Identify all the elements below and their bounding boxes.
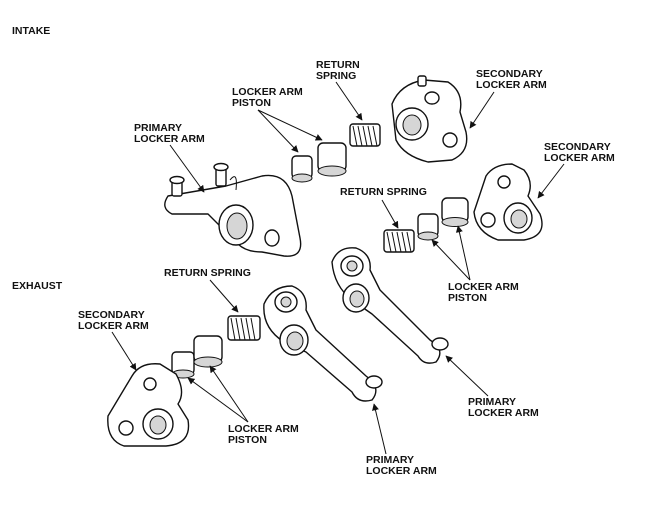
intake-section-title: INTAKE <box>12 25 50 37</box>
mid-locker-arm-pistons <box>417 197 469 241</box>
label-intake-secondary-locker-arm-top: SECONDARY LOCKER ARM <box>476 68 547 91</box>
exhaust-primary-locker-arm-right <box>331 247 449 364</box>
label-intake-return-spring: RETURN SPRING <box>316 59 363 82</box>
exhaust-locker-arm-pistons <box>171 335 223 379</box>
exhaust-section-title: EXHAUST <box>12 280 63 292</box>
label-intake-secondary-locker-arm-right: SECONDARY LOCKER ARM <box>544 141 615 164</box>
label-mid-locker-arm-piston: LOCKER ARM PISTON <box>448 281 522 304</box>
label-intake-primary-locker-arm: PRIMARY LOCKER ARM <box>134 122 205 145</box>
intake-locker-arm-pistons <box>291 142 347 183</box>
intake-return-spring <box>349 123 381 147</box>
label-exhaust-primary-locker-arm-right: PRIMARY LOCKER ARM <box>468 396 539 419</box>
exhaust-secondary-locker-arm <box>107 363 190 447</box>
label-exhaust-secondary-locker-arm: SECONDARY LOCKER ARM <box>78 309 149 332</box>
exhaust-return-spring <box>227 315 261 341</box>
intake-secondary-locker-arm-top <box>391 75 468 163</box>
intake-primary-locker-arm <box>164 162 302 257</box>
label-exhaust-return-spring: RETURN SPRING <box>164 267 251 279</box>
label-exhaust-locker-arm-piston: LOCKER ARM PISTON <box>228 423 302 446</box>
label-mid-return-spring: RETURN SPRING <box>340 186 427 198</box>
label-exhaust-primary-locker-arm-bottom: PRIMARY LOCKER ARM <box>366 454 437 477</box>
label-intake-locker-arm-piston: LOCKER ARM PISTON <box>232 86 306 109</box>
exhaust-primary-locker-arm-bottom <box>263 285 383 402</box>
intake-secondary-locker-arm-right <box>473 163 543 241</box>
mid-return-spring <box>383 229 415 253</box>
